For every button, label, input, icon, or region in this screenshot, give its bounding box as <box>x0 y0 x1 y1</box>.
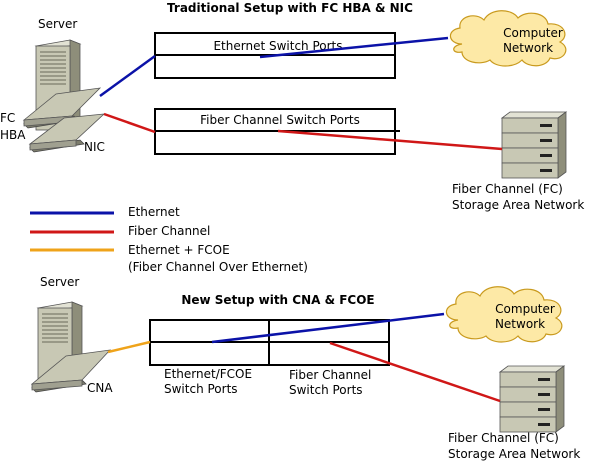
bottom-network-label-1: Computer <box>495 302 555 316</box>
top-san-label-1: Fiber Channel (FC) <box>452 182 563 196</box>
fc-ports-label-2: Switch Ports <box>289 383 363 397</box>
fiber-channel-switch-ports <box>154 108 400 155</box>
top-server-ethernet-link <box>99 54 156 98</box>
fc-hba-card-icon <box>22 87 102 129</box>
top-computer-network-cloud-icon <box>449 10 567 67</box>
bottom-network-label-2: Network <box>495 317 545 331</box>
top-storage-array-icon <box>500 111 568 179</box>
bottom-server-fcoe-link <box>107 340 151 354</box>
legend-ethernet-label: Ethernet <box>128 205 180 219</box>
top-network-label-1: Computer <box>503 26 563 40</box>
cna-label: CNA <box>87 381 113 395</box>
bottom-title: New Setup with CNA & FCOE <box>181 293 374 307</box>
ethernet-switch-label: Ethernet Switch Ports <box>213 39 342 53</box>
fc-label: FC <box>0 111 15 125</box>
legend-fcoe-note: (Fiber Channel Over Ethernet) <box>128 260 308 274</box>
bottom-switch-storage-link <box>329 341 501 403</box>
legend-fcoe-label: Ethernet + FCOE <box>128 243 230 257</box>
fiber-switch-label: Fiber Channel Switch Ports <box>200 113 360 127</box>
top-san-label-2: Storage Area Network <box>452 198 584 212</box>
cna-card-icon <box>30 349 112 393</box>
top-network-label-2: Network <box>503 41 553 55</box>
bottom-san-label-1: Fiber Channel (FC) <box>448 431 559 445</box>
legend-fiber-label: Fiber Channel <box>128 224 210 238</box>
top-server-label: Server <box>38 17 77 31</box>
eth-fcoe-ports-label-1: Ethernet/FCOE <box>164 367 252 381</box>
bottom-server-label: Server <box>40 275 79 289</box>
top-switch-network-link <box>259 36 449 59</box>
hba-label: HBA <box>0 128 26 142</box>
bottom-san-label-2: Storage Area Network <box>448 447 580 461</box>
nic-card-icon <box>28 113 106 153</box>
fc-ports-label-1: Fiber Channel <box>289 368 371 382</box>
top-server-fiber-link <box>103 112 156 134</box>
bottom-computer-network-cloud-icon <box>445 286 563 343</box>
eth-fcoe-ports-label-2: Switch Ports <box>164 382 238 396</box>
nic-label: NIC <box>84 140 105 154</box>
bottom-switch-network-link <box>211 312 445 344</box>
top-switch-storage-link <box>277 129 503 151</box>
bottom-storage-array-icon <box>498 365 566 433</box>
converged-switch-ports <box>149 319 390 366</box>
top-title: Traditional Setup with FC HBA & NIC <box>167 1 413 15</box>
